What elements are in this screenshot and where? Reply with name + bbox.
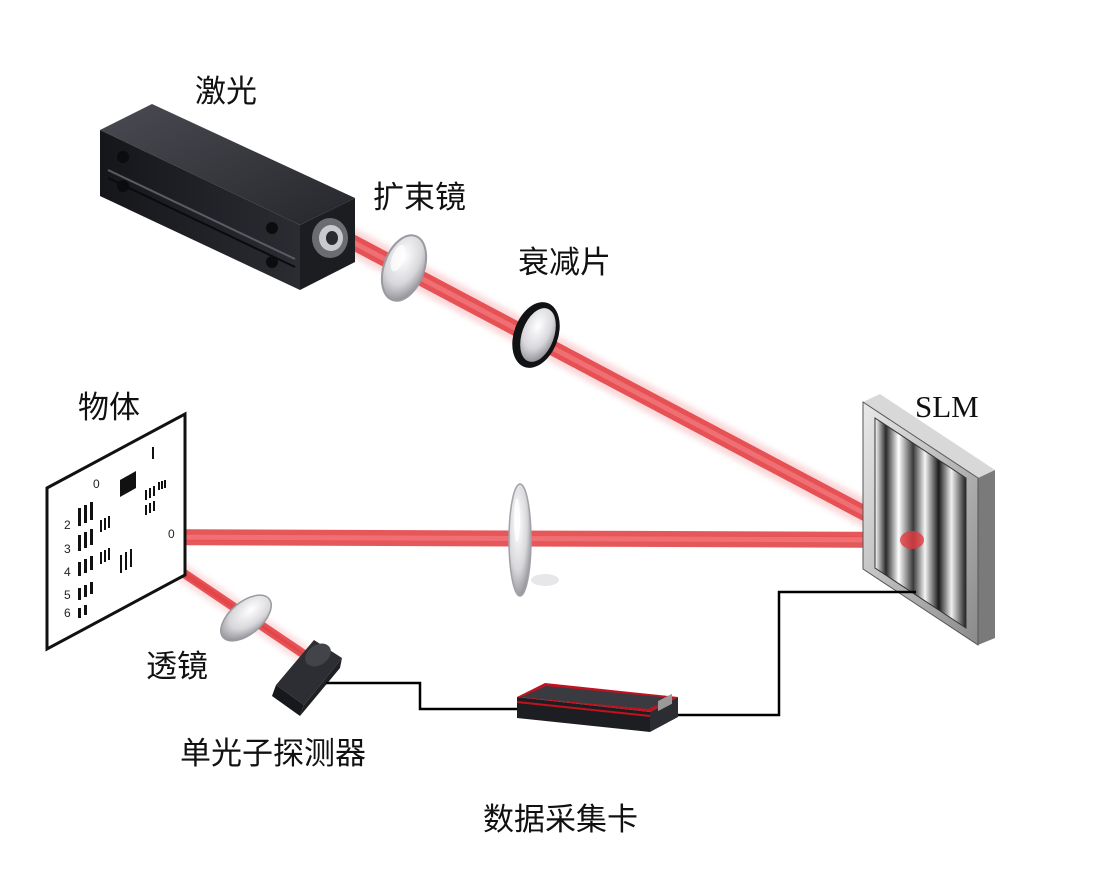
label-laser: 激光	[195, 74, 257, 109]
label-slm: SLM	[915, 389, 979, 424]
target-digit: 2	[64, 518, 71, 532]
label-daq-card: 数据采集卡	[483, 802, 638, 837]
target-digit: 0	[168, 527, 175, 541]
label-beam-expander: 扩束镜	[373, 180, 466, 215]
label-object: 物体	[78, 390, 140, 425]
beam-expander-lens	[380, 234, 428, 302]
single-photon-detector	[272, 640, 342, 716]
target-digit: 4	[64, 565, 71, 579]
detector-to-daq-cable	[326, 681, 517, 711]
collecting-lens	[220, 594, 272, 642]
target-digit: 6	[64, 606, 71, 620]
labels: 激光 扩束镜 衰减片 物体 SLM 透镜 单光子探测器 数据采集卡	[78, 74, 979, 837]
attenuator-filter	[512, 302, 560, 368]
laser-source	[100, 104, 355, 290]
label-lens: 透镜	[146, 649, 208, 684]
label-attenuator: 衰减片	[518, 245, 611, 280]
target-digit: 5	[64, 588, 71, 602]
target-digit: 3	[64, 542, 71, 556]
target-digit: 0	[93, 477, 100, 491]
daq-card	[516, 683, 678, 732]
cables	[326, 590, 916, 717]
object-resolution-target: 0 2 3 4 5 6 0	[45, 411, 187, 652]
daq-to-slm-cable	[678, 590, 916, 717]
focusing-lens	[508, 483, 559, 597]
slm-device	[862, 394, 995, 646]
label-single-photon-detector: 单光子探测器	[180, 736, 366, 771]
